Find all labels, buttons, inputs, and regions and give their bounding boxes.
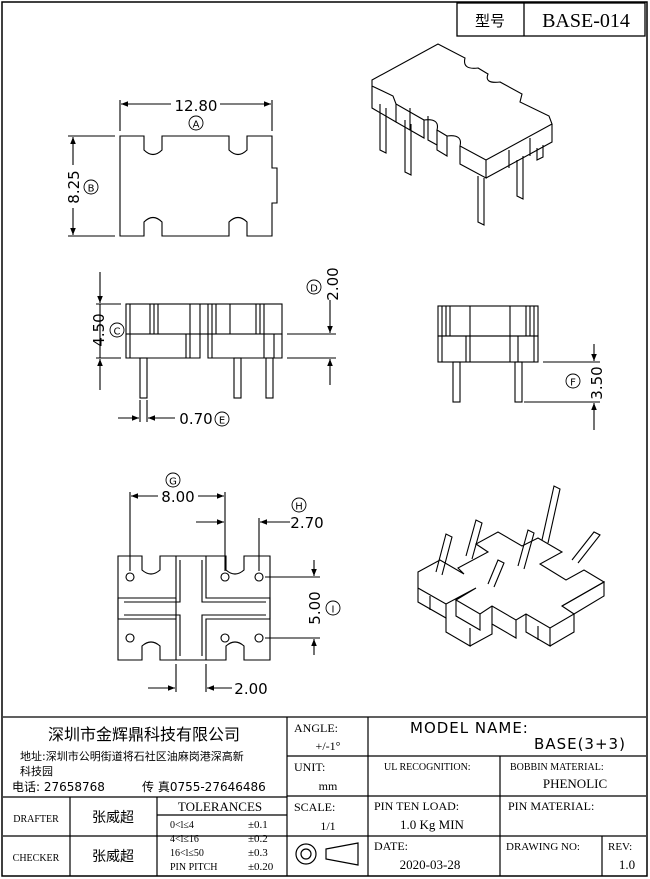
bobbin-label: BOBBIN MATERIAL: — [510, 762, 604, 773]
marker-g-label: G — [169, 477, 177, 488]
drafter-value: 张威超 — [92, 810, 134, 826]
iso-view-top — [371, 43, 553, 226]
pin-material-label: PIN MATERIAL: — [508, 799, 594, 813]
side-view — [437, 305, 600, 430]
marker-b — [83, 179, 99, 195]
dim-e-value: 0.70 — [179, 410, 212, 428]
dim-c-value: 4.50 — [90, 313, 108, 346]
unit-label: UNIT: — [294, 760, 325, 774]
company-name: 深圳市金辉鼎科技有限公司 — [48, 725, 240, 744]
angle-value: +/-1° — [316, 739, 341, 753]
marker-h-label: H — [295, 502, 303, 513]
company-address-1: 地址:深圳市公明街道将石社区油麻岗港深高新 — [20, 749, 244, 763]
angle-label: ANGLE: — [294, 721, 338, 735]
tol-range-4: PIN PITCH — [170, 862, 218, 873]
rev-value: 1.0 — [619, 857, 635, 872]
model-name-value: BASE(3+3) — [534, 735, 626, 753]
bottom-view — [117, 492, 320, 692]
front-view — [96, 272, 336, 422]
marker-f — [565, 373, 581, 389]
drafter-label: DRAFTER — [13, 814, 59, 825]
tol-value-1: ±0.1 — [248, 819, 268, 831]
tol-range-2: 4<l≤16 — [170, 834, 199, 845]
dim-g-value: 8.00 — [161, 488, 194, 506]
tol-range-1: 0<l≤4 — [170, 820, 194, 831]
company-phone: 电话: 27658768 — [12, 780, 105, 794]
pin-ten-value: 1.0 Kg MIN — [400, 817, 465, 832]
checker-value: 张威超 — [92, 849, 134, 865]
tol-value-3: ±0.3 — [248, 847, 268, 859]
tolerances-label: TOLERANCES — [178, 799, 262, 814]
model-label: 型号 — [475, 12, 505, 30]
marker-f-label: F — [570, 378, 576, 389]
rev-label: REV: — [608, 841, 632, 853]
unit-value: mm — [319, 779, 338, 793]
tol-value-2: ±0.2 — [248, 833, 268, 845]
dim-b-value: 8.25 — [65, 170, 83, 203]
company-address-2: 科技园 — [20, 764, 53, 778]
header-box: 型号 BASE-014 — [456, 2, 646, 37]
marker-c — [109, 322, 125, 338]
marker-e — [214, 411, 230, 427]
pin-ten-label: PIN TEN LOAD: — [374, 799, 459, 813]
date-value: 2020-03-28 — [400, 857, 461, 872]
marker-g — [165, 472, 181, 488]
marker-h — [291, 497, 307, 513]
scale-value: 1/1 — [320, 819, 335, 833]
marker-e-label: E — [219, 416, 225, 427]
company-fax: 传 真0755-27646486 — [142, 779, 266, 794]
iso-view-bottom — [417, 485, 606, 647]
ul-label: UL RECOGNITION: — [384, 762, 471, 773]
marker-a-label: A — [193, 120, 200, 131]
scale-label: SCALE: — [294, 800, 335, 814]
dim-h-value: 2.70 — [290, 514, 323, 532]
marker-d-label: D — [310, 284, 318, 295]
dim-a-value: 12.80 — [175, 97, 218, 115]
marker-i — [325, 600, 341, 616]
top-view — [68, 100, 278, 237]
marker-b-label: B — [88, 184, 95, 195]
tol-value-4: ±0.20 — [248, 861, 274, 873]
bobbin-value: PHENOLIC — [543, 776, 607, 791]
model-name-label: MODEL NAME: — [410, 719, 529, 737]
dim-f-value: 3.50 — [588, 366, 606, 399]
marker-i-label: I — [332, 605, 335, 616]
dim-j-value: 2.00 — [234, 680, 267, 698]
checker-label: CHECKER — [13, 853, 60, 864]
marker-c-label: C — [114, 327, 121, 338]
dim-d-value: 2.00 — [324, 267, 342, 300]
marker-a — [188, 115, 204, 131]
tol-range-3: 16<l≤50 — [170, 848, 204, 859]
title-block — [3, 716, 646, 876]
marker-d — [306, 279, 322, 295]
drawing-no-label: DRAWING NO: — [506, 841, 580, 853]
dim-i-value: 5.00 — [306, 591, 324, 624]
date-label: DATE: — [374, 839, 408, 853]
model-value: BASE-014 — [542, 10, 630, 32]
